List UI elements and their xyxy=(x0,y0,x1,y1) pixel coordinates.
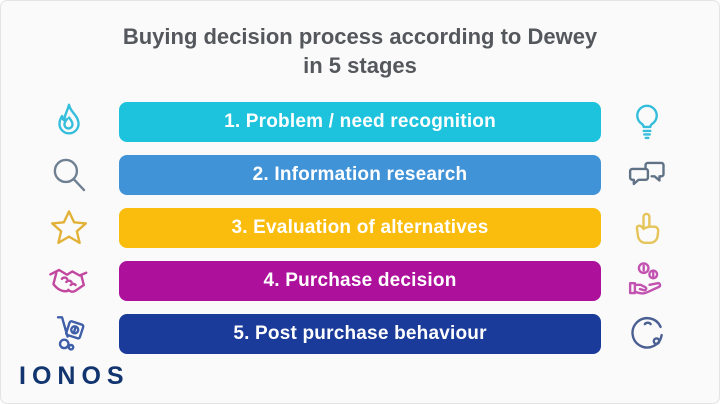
title-line-1: Buying decision process according to Dew… xyxy=(122,24,598,49)
hand-truck-icon xyxy=(1,312,119,356)
stages-list: 1. Problem / need recognition 2. Informa… xyxy=(1,100,719,355)
hand-with-coins-icon xyxy=(601,259,719,303)
ionos-logo: IONOS xyxy=(19,362,130,390)
stage-bar-1: 1. Problem / need recognition xyxy=(119,102,601,143)
stage-row-4: 4. Purchase decision xyxy=(1,259,719,302)
stage-row-5: 5. Post purchase behaviour xyxy=(1,312,719,355)
magnifier-icon xyxy=(1,153,119,197)
handshake-icon xyxy=(1,259,119,303)
stage-row-3: 3. Evaluation of alternatives xyxy=(1,206,719,249)
lightbulb-icon xyxy=(601,100,719,144)
stage-bar-3: 3. Evaluation of alternatives xyxy=(119,208,601,249)
stage-bar-4: 4. Purchase decision xyxy=(119,261,601,302)
chat-bubbles-icon xyxy=(601,153,719,197)
stage-bar-5: 5. Post purchase behaviour xyxy=(119,314,601,355)
stage-row-2: 2. Information research xyxy=(1,153,719,196)
headset-support-icon xyxy=(601,312,719,356)
stage-row-1: 1. Problem / need recognition xyxy=(1,100,719,143)
page-title: Buying decision process according to Dew… xyxy=(1,23,719,80)
star-icon xyxy=(1,206,119,250)
pointing-hand-icon xyxy=(601,206,719,250)
stage-bar-2: 2. Information research xyxy=(119,155,601,196)
title-line-2: in 5 stages xyxy=(303,52,417,78)
flame-icon xyxy=(1,100,119,144)
